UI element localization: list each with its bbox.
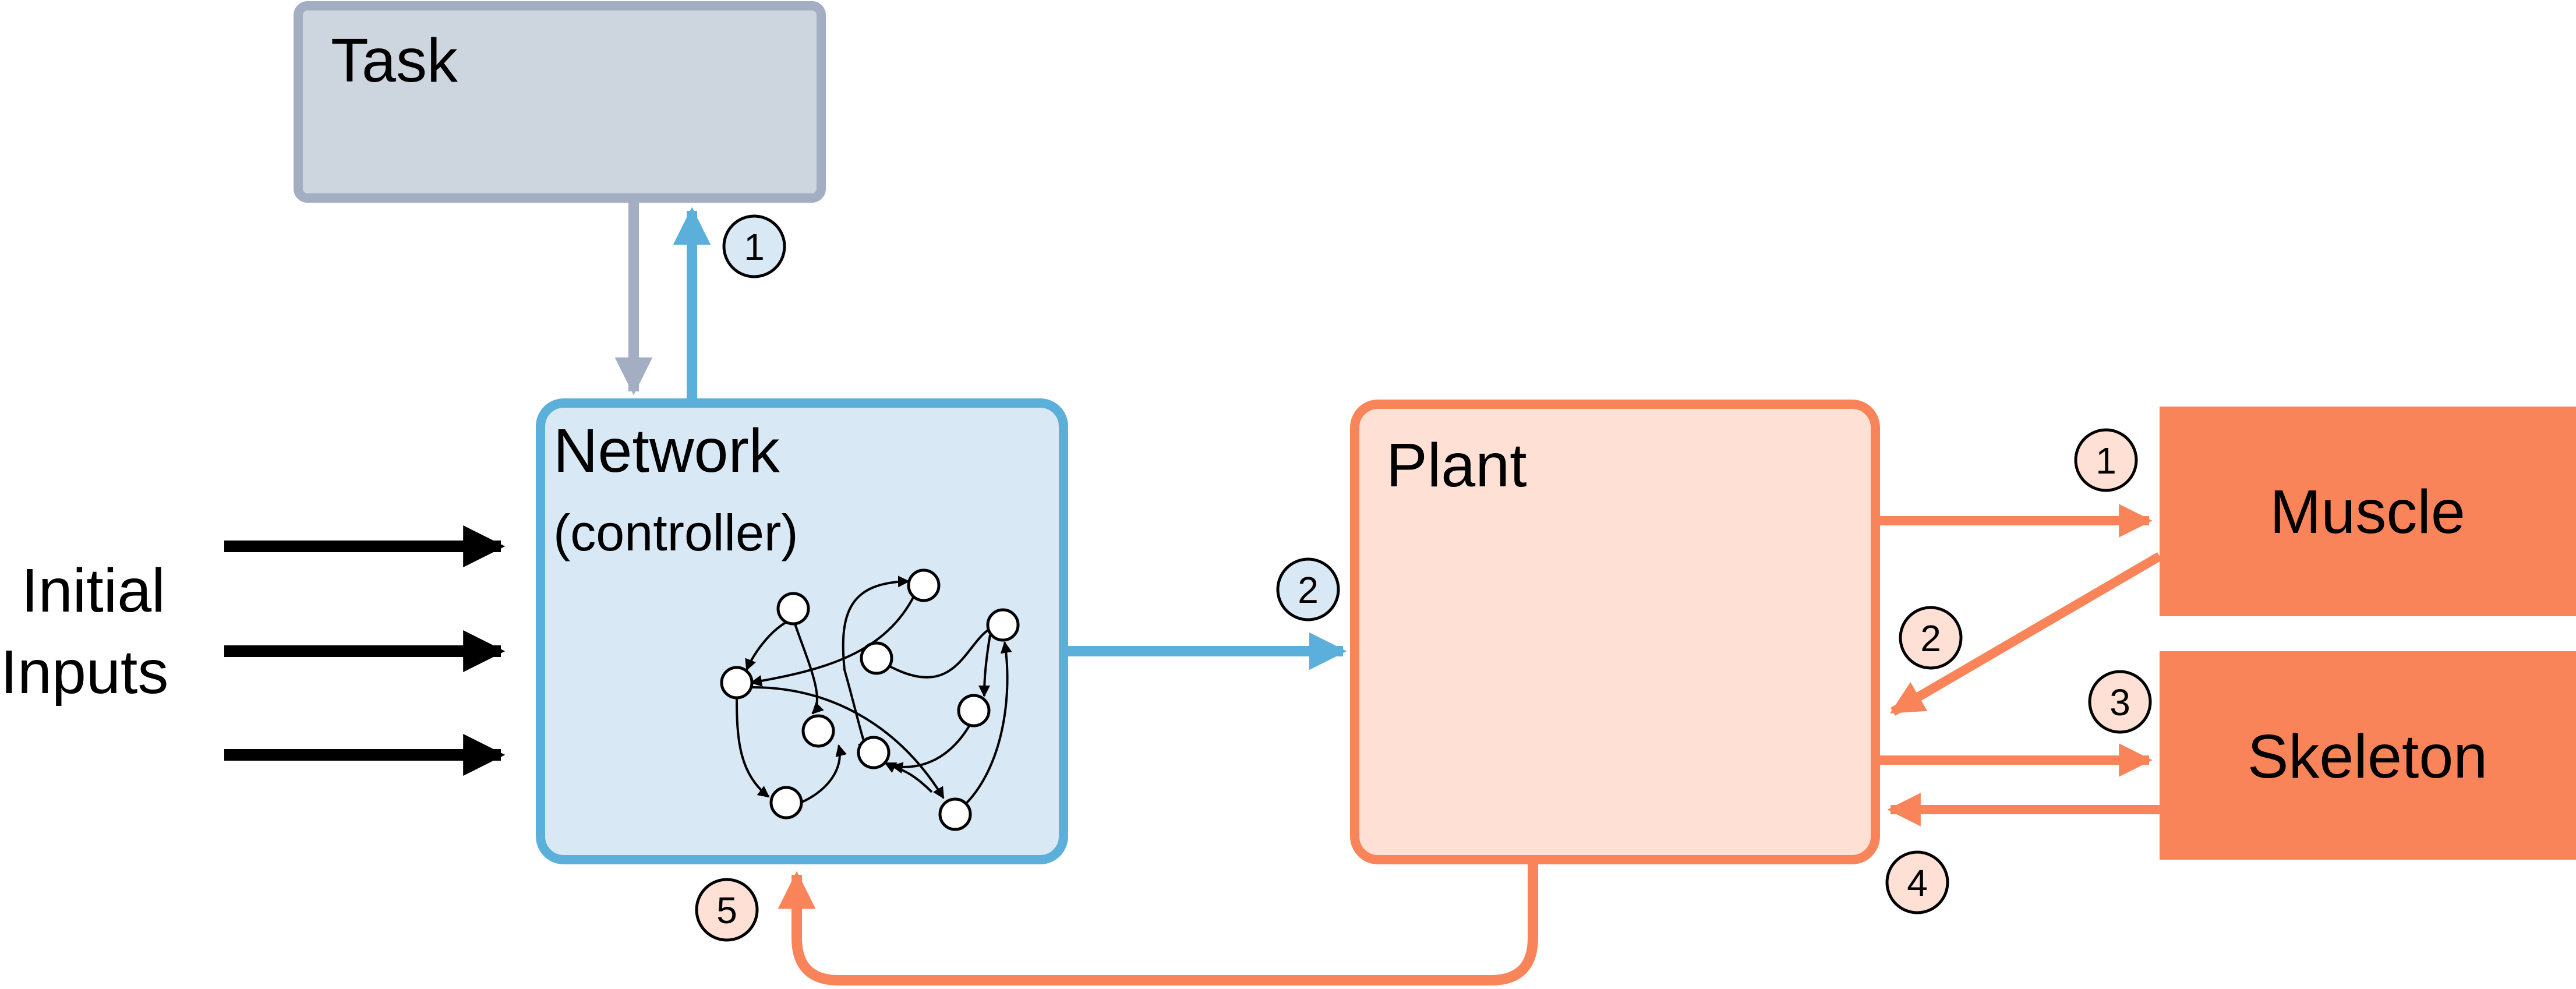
task-label: Task xyxy=(331,26,458,95)
svg-text:4: 4 xyxy=(1907,862,1928,904)
muscle-label: Muscle xyxy=(2270,478,2465,546)
svg-text:5: 5 xyxy=(716,889,737,931)
plant-box: Plant xyxy=(1350,400,1880,864)
initial-inputs-line2: Inputs xyxy=(1,638,169,707)
badge-network-to-plant: 2 xyxy=(1276,557,1340,621)
svg-text:1: 1 xyxy=(2096,440,2116,482)
network-box-rect xyxy=(536,398,1068,864)
badge-network-to-task: 1 xyxy=(722,214,786,278)
skeleton-label: Skeleton xyxy=(2248,722,2488,791)
plant-to-network-feedback-arrow xyxy=(778,863,1538,986)
badge-plant-to-muscle: 1 xyxy=(2074,428,2138,492)
network-sublabel: (controller) xyxy=(553,504,798,561)
badge-plant-to-network: 5 xyxy=(695,878,759,942)
recurrent-network-icon xyxy=(720,568,1020,831)
skeleton-box: Skeleton xyxy=(2160,651,2576,860)
plant-box-rect xyxy=(1350,400,1880,864)
badge-muscle-to-plant: 2 xyxy=(1899,606,1963,670)
muscle-box: Muscle xyxy=(2160,407,2576,616)
muscle-box-rect xyxy=(2160,407,2576,616)
svg-text:1: 1 xyxy=(744,226,765,268)
initial-inputs-label: Initial Inputs xyxy=(1,556,169,707)
initial-inputs-line1: Initial xyxy=(21,556,165,625)
task-box-rect xyxy=(294,1,826,203)
skeleton-box-rect xyxy=(2160,651,2576,860)
svg-text:3: 3 xyxy=(2109,681,2130,723)
network-label: Network xyxy=(553,416,780,485)
network-box: Network (controller) xyxy=(536,398,1068,864)
muscle-to-plant-arrow xyxy=(1890,552,2162,716)
task-box: Task xyxy=(294,1,826,203)
badge-skeleton-to-plant: 4 xyxy=(1885,850,1949,914)
svg-text:2: 2 xyxy=(1298,569,1319,611)
svg-text:2: 2 xyxy=(1920,617,1941,659)
badge-plant-to-skeleton: 3 xyxy=(2088,670,2152,734)
plant-label: Plant xyxy=(1386,431,1527,500)
